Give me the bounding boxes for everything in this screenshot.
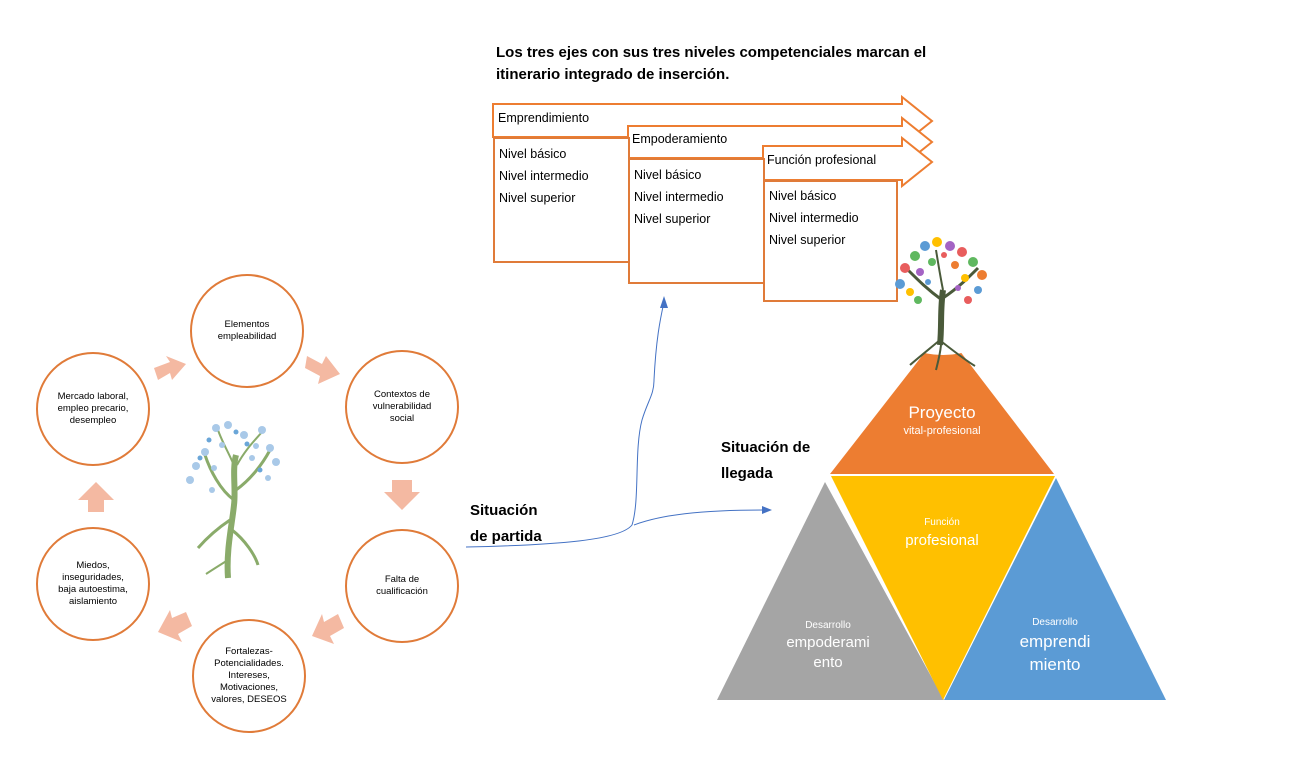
pyramid-top-triangle (830, 329, 1054, 474)
pyramid-left-triangle (717, 482, 944, 700)
arrowhead-icon (660, 296, 668, 308)
cycle-arrow-icon (305, 356, 340, 384)
tree-icon (186, 421, 280, 579)
level-intermedio: Nivel intermedio (499, 169, 589, 183)
pyramid-top-main: Proyecto (908, 403, 975, 422)
pyramid-center-small: Función (924, 517, 960, 528)
level-superior: Nivel superior (769, 233, 846, 247)
pyramid-top-sub: vital-profesional (903, 425, 980, 437)
label-situacion-llegada: Situación de llegada (721, 435, 810, 487)
cycle-node-fortalezas: Fortalezas- Potencialidades. Intereses, … (192, 619, 306, 733)
pyramid-left-main-1: empoderami (786, 634, 869, 651)
axis-title-emprendimiento: Emprendimiento (498, 111, 590, 125)
pyramid-left-small: Desarrollo (805, 620, 851, 631)
levels-box-empoderamiento: Nivel básico Nivel intermedio Nivel supe… (628, 158, 765, 284)
label-situacion-partida: Situación de partida (470, 498, 542, 550)
cycle-arrow-icon (78, 482, 114, 512)
cycle-arrow-icon (154, 356, 186, 380)
level-intermedio: Nivel intermedio (769, 211, 859, 225)
pyramid-left-main-2: ento (813, 654, 842, 671)
level-basico: Nivel básico (499, 147, 567, 161)
level-basico: Nivel básico (769, 189, 837, 203)
arrowhead-icon (762, 506, 772, 514)
axis-title-empoderamiento: Empoderamiento (632, 132, 728, 146)
label-situacion-llegada-line1: Situación de (721, 439, 811, 456)
cycle-arrow-icon (158, 610, 192, 642)
pyramid-right-triangle (944, 478, 1166, 700)
axis-title-funcion-profesional: Función profesional (767, 153, 877, 167)
label-situacion-partida-line1: Situación (470, 502, 538, 519)
pyramid-right-main-1: emprendi (1020, 632, 1091, 651)
cycle-node-falta-cualificacion: Falta de cualificación (345, 529, 459, 643)
cycle-node-mercado-laboral: Mercado laboral, empleo precario, desemp… (36, 352, 150, 466)
label-situacion-partida-line2: de partida (470, 528, 542, 545)
colorful-tree-icon (895, 237, 987, 371)
level-superior: Nivel superior (634, 212, 711, 226)
connector-to-axes (465, 301, 665, 548)
cycle-node-miedos: Miedos, inseguridades, baja autoestima, … (36, 527, 150, 641)
levels-box-emprendimiento: Nivel básico Nivel intermedio Nivel supe… (493, 137, 630, 263)
cycle-arrow-icon (384, 480, 420, 510)
pyramid-center-main: profesional (905, 532, 978, 549)
pyramid-right-main-2: miento (1029, 655, 1080, 674)
pyramid-right-small: Desarrollo (1032, 617, 1078, 628)
pyramid-center-triangle (831, 476, 1055, 700)
cycle-node-contextos-vulnerabilidad: Contextos de vulnerabilidad social (345, 350, 459, 464)
connector-to-pyramid (633, 509, 765, 526)
diagram-heading: Los tres ejes con sus tres niveles compe… (496, 44, 927, 83)
level-superior: Nivel superior (499, 191, 576, 205)
levels-box-funcion-profesional: Nivel básico Nivel intermedio Nivel supe… (763, 180, 898, 302)
label-situacion-llegada-line2: llegada (721, 465, 773, 482)
cycle-node-elementos-empleabilidad: Elementos empleabilidad (190, 274, 304, 388)
level-basico: Nivel básico (634, 168, 702, 182)
cycle-arrow-icon (312, 614, 344, 644)
level-intermedio: Nivel intermedio (634, 190, 724, 204)
